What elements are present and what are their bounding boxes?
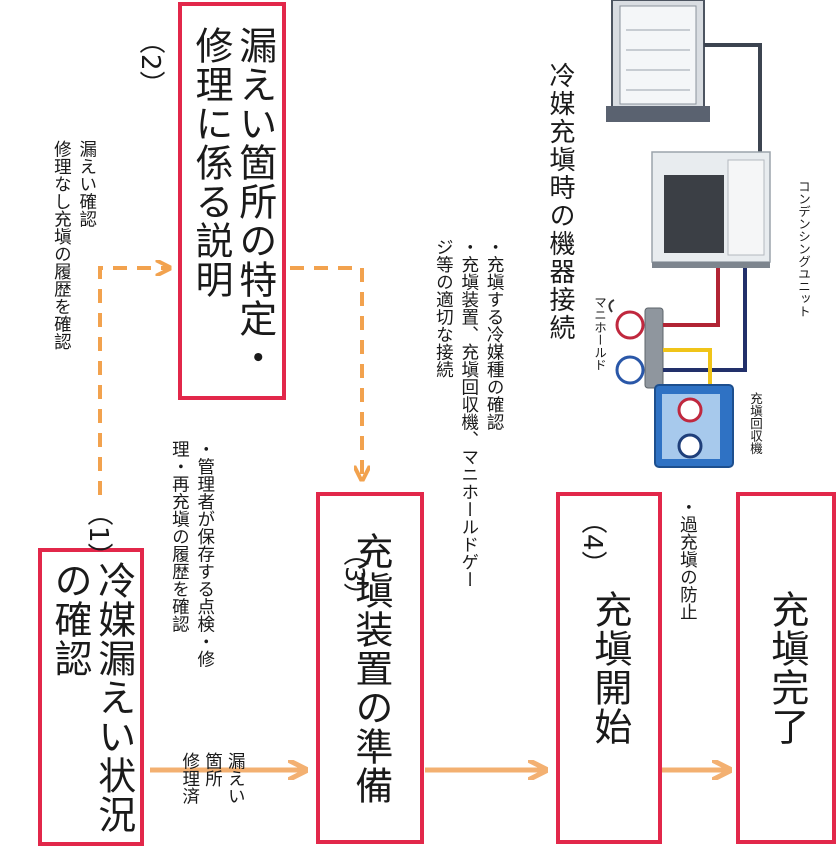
step-3-number: （3） (339, 540, 369, 609)
hose-blue (663, 268, 747, 372)
step-2-title: 漏えい箇所の特定・ 修理に係る説明 (189, 25, 277, 377)
step-3-box: 充塡装置の準備 (316, 492, 424, 844)
recovery-machine-illustration (654, 384, 734, 468)
step-done-title: 充塡完了 (764, 590, 809, 746)
step-3-title: 充塡装置の準備 (348, 531, 393, 805)
condensing-unit-label: コンデンシングユニット (796, 180, 811, 318)
step-1-title: 冷媒漏えい状況 の確認 (48, 560, 136, 834)
step-1-box: 冷媒漏えい状況 の確認 (38, 548, 144, 846)
step-2-box: 漏えい箇所の特定・ 修理に係る説明 (178, 2, 286, 400)
dashed-arrow-2-to-3 (290, 266, 362, 480)
step-4-number: （4） (577, 508, 607, 577)
step-1-note: ・管理者が保存する点検・修 理・再充塡の履歴を確認 (169, 440, 215, 668)
step-2-number: （2） (135, 28, 165, 97)
step-4-title: 充塡開始 (587, 590, 632, 746)
manifold-label: マニホールド (592, 296, 607, 371)
recovery-machine-label: 充塡回収機 (748, 392, 763, 455)
branch-repaired: 漏えい 箇所 修理済 (179, 752, 246, 805)
pipe-showcase (704, 43, 762, 160)
condensing-unit-illustration (651, 151, 771, 268)
hose-red (663, 268, 720, 327)
branch-leak-confirmed: 漏えい確認 修理なし充塡の履歴を確認 (51, 140, 97, 350)
manifold-illustration (608, 299, 664, 389)
dashed-arrow-1-to-2 (98, 268, 170, 495)
showcase-illustration (606, 0, 710, 122)
illustration-title: 冷媒充塡時の機器接続 (545, 62, 575, 342)
step-3-note: ・充塡する冷媒種の確認 ・充塡装置、充塡回収機、マニホールドゲー ジ等の適切な接… (433, 238, 505, 588)
step-4-box: 充塡開始 (556, 492, 662, 844)
step-1-number: （1） (83, 500, 113, 569)
step-4-note: ・過充塡の防止 (677, 498, 698, 621)
step-done-box: 充塡完了 (736, 492, 836, 844)
